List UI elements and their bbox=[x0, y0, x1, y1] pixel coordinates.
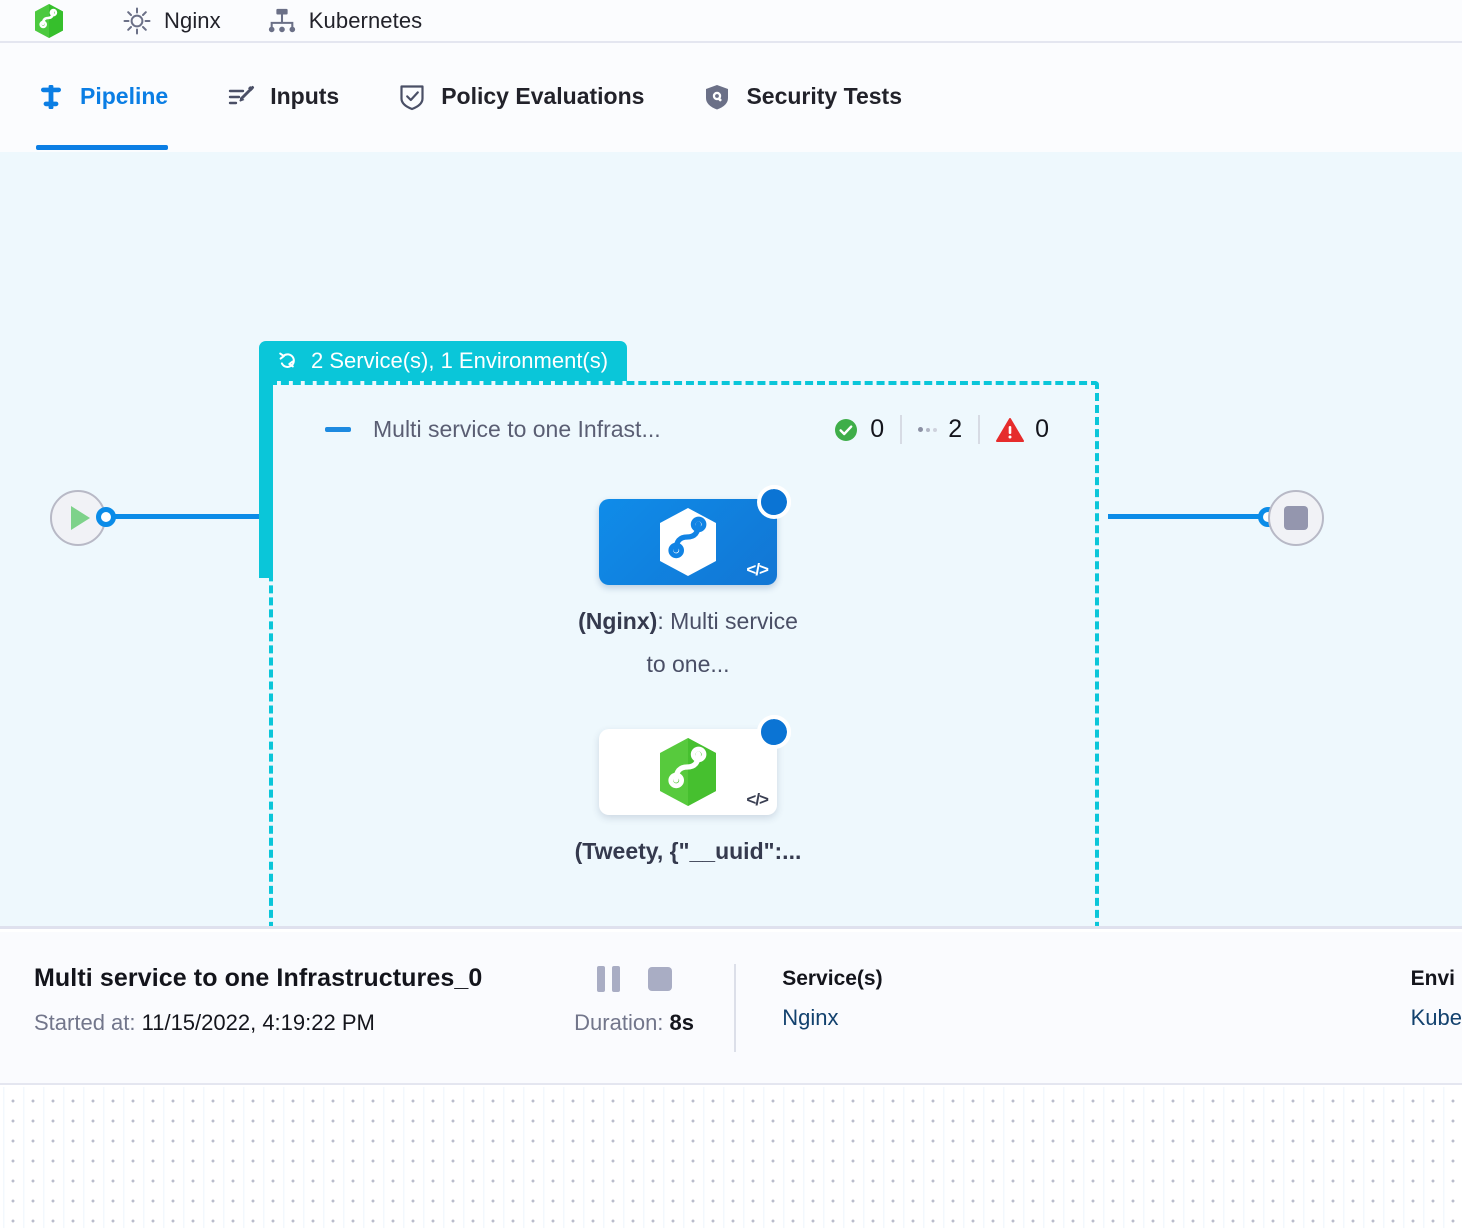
tab-inputs[interactable]: Inputs bbox=[226, 43, 357, 150]
execution-detail-panel: Multi service to one Infrastructures_0 S… bbox=[0, 932, 1462, 1085]
group-container[interactable]: Multi service to one Infrast... 0 2 bbox=[269, 381, 1099, 926]
tab-label-policy-evaluations: Policy Evaluations bbox=[441, 83, 645, 109]
step-node-tweety[interactable]: </> (Tweety, {"__uuid":... bbox=[575, 715, 803, 873]
group-badge-label: 2 Service(s), 1 Environment(s) bbox=[311, 348, 609, 373]
running-spinner-icon bbox=[757, 485, 791, 519]
services-heading: Service(s) bbox=[782, 967, 883, 990]
step-node-nginx[interactable]: </> (Nginx): Multi service to one... bbox=[578, 485, 803, 686]
breadcrumb-label-environment: Kubernetes bbox=[308, 7, 423, 33]
group-header: Multi service to one Infrast... 0 2 bbox=[273, 415, 1095, 444]
log-canvas-grid[interactable] bbox=[0, 1087, 1462, 1228]
code-brackets-icon: </> bbox=[746, 790, 769, 809]
status-error-count: 0 bbox=[1035, 415, 1049, 443]
gear-icon bbox=[123, 7, 151, 34]
environments-heading: Envi bbox=[1410, 967, 1455, 990]
duration-value: 8s bbox=[669, 1010, 695, 1035]
inputs-icon bbox=[229, 85, 255, 104]
services-value[interactable]: Nginx bbox=[782, 1005, 839, 1030]
start-node-connector[interactable] bbox=[96, 507, 116, 527]
group-status-summary: 0 2 0 bbox=[817, 415, 1065, 444]
page-title: Multi service to one Infrastructures_0 bbox=[34, 964, 483, 992]
play-icon bbox=[71, 506, 90, 530]
wire-group-to-end bbox=[1108, 514, 1268, 519]
tab-label-pipeline: Pipeline bbox=[80, 83, 169, 109]
running-dots-icon bbox=[918, 427, 938, 432]
step-card-tweety[interactable]: </> bbox=[599, 715, 791, 815]
status-success: 0 bbox=[817, 415, 903, 444]
environments-value[interactable]: Kube bbox=[1410, 1005, 1462, 1030]
wire-start-to-group bbox=[115, 514, 265, 519]
pipeline-canvas[interactable]: 2 Service(s), 1 Environment(s) Multi ser… bbox=[0, 152, 1462, 929]
stop-icon bbox=[1284, 506, 1308, 530]
group-title: Multi service to one Infrast... bbox=[373, 416, 661, 442]
started-at-label: Started at: bbox=[34, 1010, 142, 1035]
harness-hex-white-icon bbox=[660, 508, 716, 576]
running-spinner-icon bbox=[757, 715, 791, 749]
infrastructure-icon bbox=[268, 8, 295, 32]
harness-hex-green-icon bbox=[660, 738, 716, 806]
end-node[interactable] bbox=[1268, 490, 1324, 546]
status-error: 0 bbox=[980, 415, 1065, 444]
execution-controls: Duration: 8s bbox=[534, 964, 735, 1036]
pipeline-icon bbox=[41, 84, 61, 109]
collapse-dash-icon[interactable] bbox=[325, 427, 351, 432]
step-label-nginx-rest: : Multi service to one... bbox=[646, 608, 798, 677]
status-running: 2 bbox=[902, 415, 981, 444]
duration-label: Duration: bbox=[574, 1010, 670, 1035]
started-at-value: 11/15/2022, 4:19:22 PM bbox=[141, 1010, 375, 1035]
policy-shield-icon bbox=[400, 84, 424, 110]
step-label-nginx-bold: (Nginx) bbox=[578, 608, 658, 634]
breadcrumb-item-service[interactable]: Nginx bbox=[122, 4, 221, 38]
tab-pipeline[interactable]: Pipeline bbox=[36, 43, 186, 150]
step-label-tweety-bold: (Tweety, {"__uuid":... bbox=[574, 838, 802, 864]
tab-policy-evaluations[interactable]: Policy Evaluations bbox=[397, 43, 662, 150]
breadcrumb-bar: Nginx Kubernetes bbox=[0, 0, 1462, 41]
tab-bar: Pipeline Inputs Policy Evaluations bbox=[0, 41, 1462, 152]
stop-icon[interactable] bbox=[647, 967, 672, 991]
rollback-loop-icon bbox=[279, 352, 295, 368]
environments-column: Envi Kube bbox=[1411, 964, 1462, 1031]
step-label-nginx: (Nginx): Multi service to one... bbox=[573, 600, 803, 686]
code-brackets-icon: </> bbox=[746, 560, 769, 579]
success-check-icon bbox=[835, 418, 858, 441]
breadcrumb-label-service: Nginx bbox=[164, 7, 221, 33]
detail-summary: Multi service to one Infrastructures_0 S… bbox=[0, 964, 534, 1036]
status-success-count: 0 bbox=[870, 415, 885, 443]
step-label-tweety: (Tweety, {"__uuid":... bbox=[573, 830, 803, 873]
error-warning-icon bbox=[996, 417, 1025, 442]
tab-label-inputs: Inputs bbox=[270, 83, 340, 109]
duration: Duration: 8s bbox=[574, 1010, 694, 1036]
started-at: Started at: 11/15/2022, 4:19:22 PM bbox=[34, 1010, 534, 1036]
breadcrumb-item-environment[interactable]: Kubernetes bbox=[267, 4, 423, 38]
tab-security-tests[interactable]: Security Tests bbox=[702, 43, 920, 150]
harness-hex-logo bbox=[35, 3, 63, 38]
detail-divider bbox=[734, 964, 737, 1052]
status-running-count: 2 bbox=[948, 415, 963, 443]
breadcrumb-item-project[interactable] bbox=[34, 3, 76, 38]
services-column: Service(s) Nginx bbox=[782, 964, 882, 1031]
tab-label-security-tests: Security Tests bbox=[746, 83, 902, 109]
security-shield-icon bbox=[706, 84, 729, 109]
pause-icon[interactable] bbox=[596, 966, 620, 992]
group-badge[interactable]: 2 Service(s), 1 Environment(s) bbox=[259, 341, 628, 381]
step-card-nginx[interactable]: </> bbox=[599, 485, 791, 585]
control-buttons bbox=[596, 966, 672, 992]
